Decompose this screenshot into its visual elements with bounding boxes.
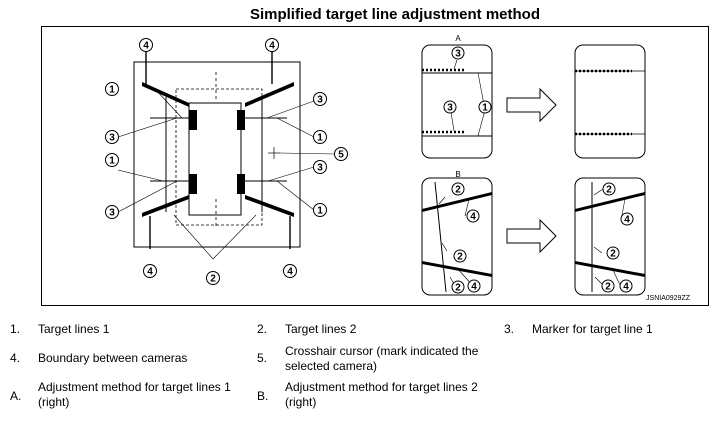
panel-b-after — [574, 177, 646, 296]
svg-text:4: 4 — [624, 215, 630, 226]
svg-text:1: 1 — [482, 103, 488, 114]
legend-text: Crosshair cursor (mark indicated the sel… — [285, 344, 479, 373]
callout-3-left-b: 3 — [105, 205, 119, 219]
boundary-bottom-right — [245, 195, 294, 217]
legend-text: Adjustment method for target lines 1 (ri… — [38, 380, 231, 409]
crosshair-cursor — [268, 147, 280, 159]
callouts-main: 4 4 1 3 1 3 3 1 5 3 1 4 4 2 — [105, 38, 348, 285]
legend-number: 5. — [257, 351, 268, 365]
figure-id: JSNIA0929ZZ — [646, 295, 690, 302]
wheel-rear-right — [237, 174, 245, 194]
wheel-rear-left — [189, 174, 197, 194]
callout-1-left-b: 1 — [105, 153, 119, 167]
boundary-top-right — [245, 82, 294, 107]
panel-b-before — [421, 177, 493, 296]
callout-4-top-left: 4 — [139, 38, 153, 52]
arrow-a — [506, 87, 557, 123]
callout-1-left-a: 1 — [105, 82, 119, 96]
diagram-frame: 4 4 1 3 1 3 3 1 5 3 1 4 4 2 A — [41, 26, 709, 306]
legend-number: 1. — [10, 322, 21, 336]
arrow-b — [506, 218, 557, 254]
vehicle-dashed-outline — [175, 88, 263, 226]
svg-text:2: 2 — [210, 274, 216, 285]
svg-text:4: 4 — [471, 282, 477, 293]
callout-4-top-right: 4 — [265, 38, 279, 52]
main-schematic — [117, 51, 336, 260]
legend-text: Target lines 1 — [38, 322, 110, 336]
legend-number: 4. — [10, 351, 21, 365]
svg-text:4: 4 — [623, 282, 629, 293]
wheel-front-left — [189, 110, 197, 130]
legend-text: Adjustment method for target lines 2 (ri… — [285, 380, 478, 409]
diagram-canvas: 4 4 1 3 1 3 3 1 5 3 1 4 4 2 A — [105, 34, 646, 296]
diagram-title: Simplified target line adjustment method — [249, 6, 541, 23]
callouts-panel-b-after: 2 4 2 2 4 — [601, 182, 634, 293]
svg-text:1: 1 — [109, 156, 115, 167]
callout-2-bottom: 2 — [206, 271, 220, 285]
svg-text:4: 4 — [147, 267, 153, 278]
legend-number: B. — [257, 389, 269, 403]
wheel-front-right — [237, 110, 245, 130]
legend-text: Marker for target line 1 — [532, 322, 653, 336]
svg-text:2: 2 — [457, 252, 463, 263]
callout-3-right-b: 3 — [313, 160, 327, 174]
callouts-panel-b: 2 4 2 2 4 — [451, 182, 481, 294]
legend-text: Boundary between cameras — [38, 351, 188, 365]
svg-text:4: 4 — [269, 41, 275, 52]
panel-a-label: A — [455, 34, 461, 43]
svg-text:2: 2 — [606, 185, 612, 196]
callout-4-bottom-left: 4 — [143, 264, 157, 278]
svg-text:3: 3 — [447, 103, 453, 114]
callout-4-bottom-right: 4 — [283, 264, 297, 278]
svg-text:1: 1 — [109, 85, 115, 96]
boundary-top-left — [142, 82, 189, 107]
vehicle-body — [188, 102, 242, 216]
svg-text:4: 4 — [143, 41, 149, 52]
legend-number: 2. — [257, 322, 268, 336]
callout-5: 5 — [334, 147, 348, 161]
svg-text:2: 2 — [605, 282, 611, 293]
svg-text:4: 4 — [287, 267, 293, 278]
svg-text:2: 2 — [610, 249, 616, 260]
callout-3-left-a: 3 — [105, 130, 119, 144]
panel-b-label: B — [455, 170, 460, 179]
callout-1-right-a: 1 — [313, 130, 327, 144]
svg-text:3: 3 — [317, 95, 323, 106]
svg-text:3: 3 — [317, 163, 323, 174]
svg-text:5: 5 — [338, 150, 344, 161]
svg-text:2: 2 — [455, 185, 461, 196]
legend-text: Target lines 2 — [285, 322, 357, 336]
callout-3-right-a: 3 — [313, 92, 327, 106]
svg-text:3: 3 — [109, 133, 115, 144]
callout-1-right-b: 1 — [313, 203, 327, 217]
svg-text:2: 2 — [455, 283, 461, 294]
legend: 1. Target lines 1 2. Target lines 2 3. M… — [0, 316, 717, 421]
svg-text:1: 1 — [317, 206, 323, 217]
legend-number: A. — [10, 389, 22, 403]
legend-number: 3. — [504, 322, 515, 336]
callouts-panel-a: 3 3 1 — [443, 46, 492, 114]
svg-text:4: 4 — [470, 212, 476, 223]
panel-a-after — [574, 44, 646, 159]
vehicle-outer-boundary — [133, 61, 301, 248]
svg-text:3: 3 — [109, 208, 115, 219]
panel-a-before — [421, 44, 493, 159]
svg-text:3: 3 — [455, 49, 461, 60]
svg-text:1: 1 — [317, 133, 323, 144]
